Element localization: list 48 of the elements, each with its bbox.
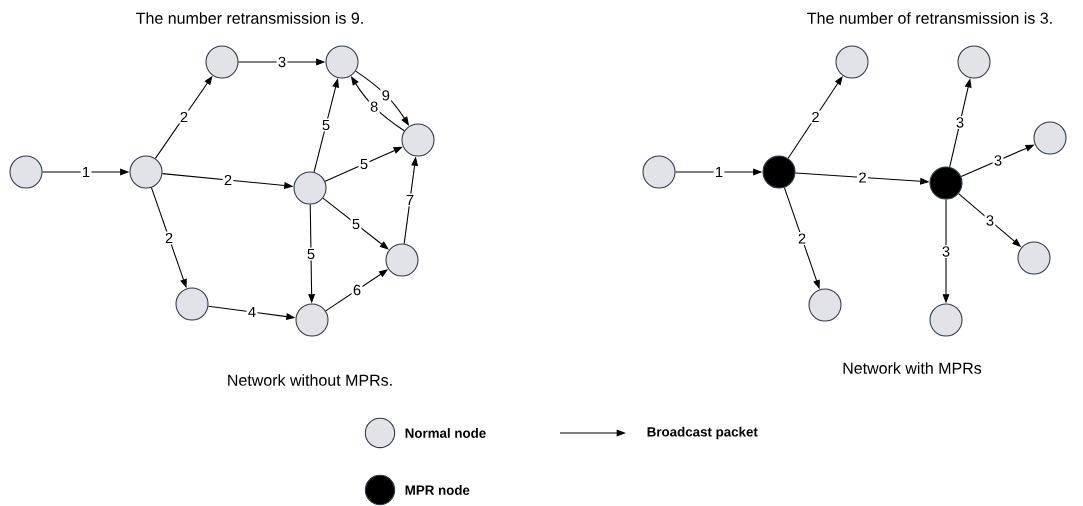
network-node (175, 287, 209, 321)
legend-text: MPR node (405, 485, 470, 495)
edge-label: 5 (358, 157, 370, 171)
network-node (929, 303, 963, 337)
network-node (325, 45, 359, 79)
edge-label: 7 (404, 193, 416, 207)
edge-label: 2 (178, 110, 190, 124)
edge-label: 3 (276, 55, 288, 69)
caption: Network with MPRs (843, 362, 982, 374)
edge-label: 2 (857, 171, 868, 184)
mpr-node (929, 166, 963, 200)
edge-label: 3 (984, 213, 996, 227)
edge-label: 2 (222, 173, 234, 187)
caption: The number of retransmission is 3. (807, 12, 1052, 24)
edge-label: 3 (992, 153, 1004, 167)
network-node (1017, 241, 1051, 275)
legend-text: Normal node (405, 428, 486, 438)
network-node (205, 45, 239, 79)
network-node (957, 45, 991, 79)
network-node (129, 155, 163, 189)
edge-label: 5 (320, 118, 332, 132)
mpr-node (762, 155, 796, 189)
arrow (322, 197, 389, 250)
edge-label: 9 (380, 88, 392, 102)
network-node (1033, 121, 1067, 155)
caption: The number retransmission is 9. (136, 12, 363, 24)
network-node (808, 288, 842, 322)
edge-label: 2 (163, 231, 175, 245)
network-node (642, 155, 676, 189)
edge-label: 1 (713, 165, 725, 179)
edge-label: 1 (80, 165, 92, 179)
edge-label: 5 (305, 247, 317, 261)
network-node (385, 243, 419, 277)
edge-label: 3 (954, 115, 966, 129)
edge-label: 2 (810, 110, 821, 124)
edge-label: 2 (796, 232, 808, 245)
network-node (401, 123, 435, 157)
network-node (835, 45, 869, 79)
edge-label: 3 (940, 244, 952, 258)
edge-label: 4 (246, 305, 258, 319)
edge-label: 5 (350, 217, 362, 231)
network-node (293, 171, 327, 205)
caption: Network without MPRs. (228, 374, 392, 386)
edge-label: 6 (351, 283, 363, 297)
legend-text: Broadcast packet (647, 426, 758, 440)
network-node (295, 303, 329, 337)
edge-label: 8 (368, 100, 380, 114)
network-node (9, 155, 43, 189)
